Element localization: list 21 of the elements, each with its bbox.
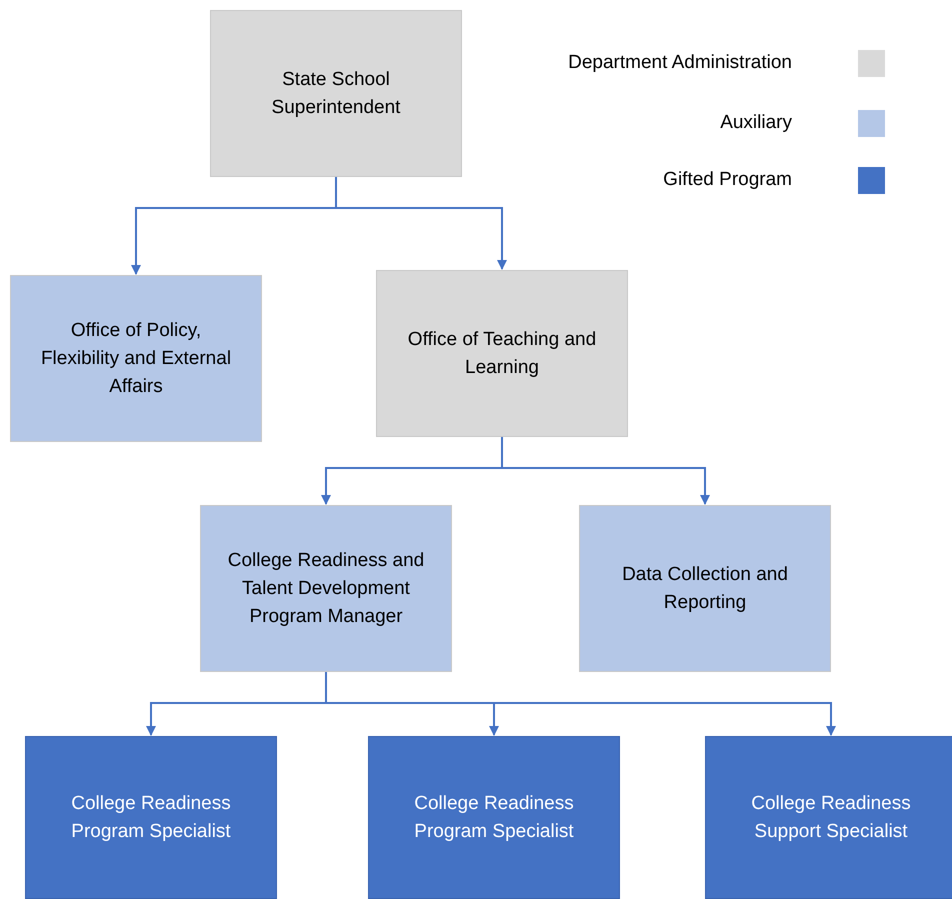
box-label: College Readiness Support Specialist <box>750 792 912 844</box>
legend-label: Gifted Program <box>662 169 792 191</box>
org-box <box>376 270 628 437</box>
org-box <box>705 736 952 899</box>
box-label: College Readiness Program Specialist <box>413 792 575 844</box>
org-box <box>579 505 831 672</box>
box-label: Office of Policy, Flexibility and External Affairs <box>40 318 232 398</box>
box-label: Data Collection and Reporting <box>621 562 789 614</box>
org-box <box>368 736 620 899</box>
org-box <box>10 275 262 442</box>
box-label: College Readiness Program Specialist <box>70 792 232 844</box>
org-box <box>25 736 277 899</box>
legend-label: Auxiliary <box>719 112 792 134</box>
box-label: Office of Teaching and Learning <box>406 328 598 380</box>
legend-label: Department Administration <box>567 52 792 74</box>
box-label: State School Superintendent <box>270 68 402 120</box>
org-box <box>200 505 452 672</box>
org-box <box>210 10 462 177</box>
connector-arrow <box>335 177 507 270</box>
connector-arrow <box>501 437 710 505</box>
box-label: College Readiness and Talent Development Program Manager <box>226 548 426 628</box>
